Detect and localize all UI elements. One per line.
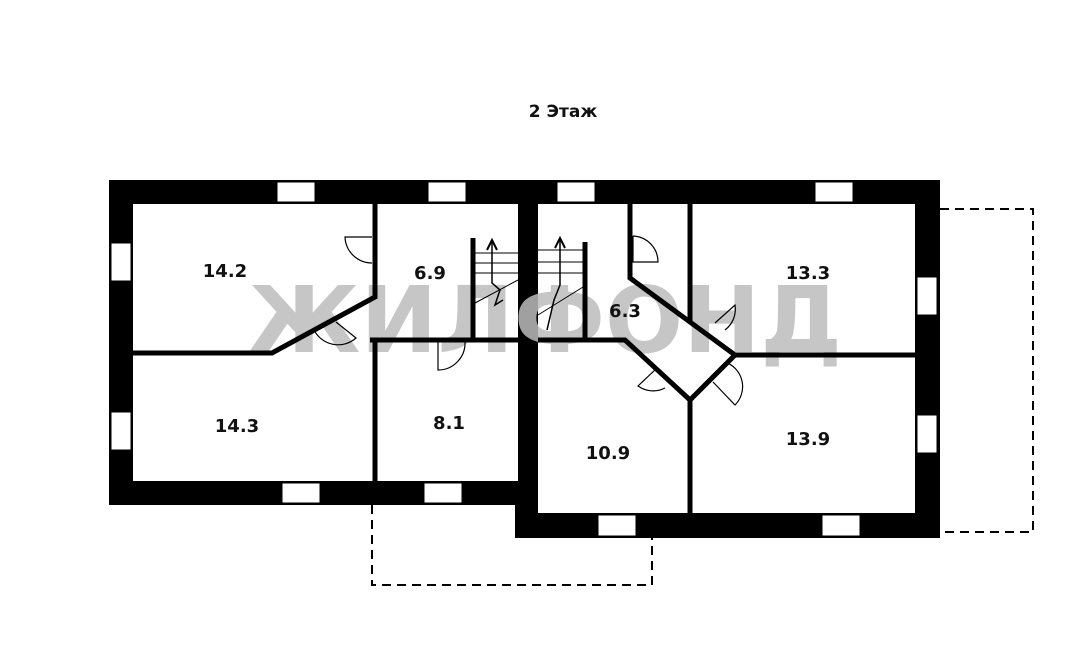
floor-title: 2 Этаж [529, 102, 598, 122]
staircase [474, 235, 584, 331]
room-area-label: 13.9 [786, 429, 830, 450]
room-area-label: 13.3 [786, 263, 830, 284]
room-area-label: 10.9 [586, 443, 630, 464]
windows [110, 181, 938, 537]
room-area-label: 6.3 [609, 301, 641, 322]
terrace-outline-right [940, 208, 1034, 533]
interior-walls [133, 204, 915, 513]
room-area-label: 8.1 [433, 413, 465, 434]
terrace-outline-bottom [371, 505, 653, 586]
room-area-label: 14.3 [215, 416, 259, 437]
doors [313, 235, 744, 406]
room-area-label: 14.2 [203, 261, 247, 282]
room-area-label: 6.9 [414, 263, 446, 284]
